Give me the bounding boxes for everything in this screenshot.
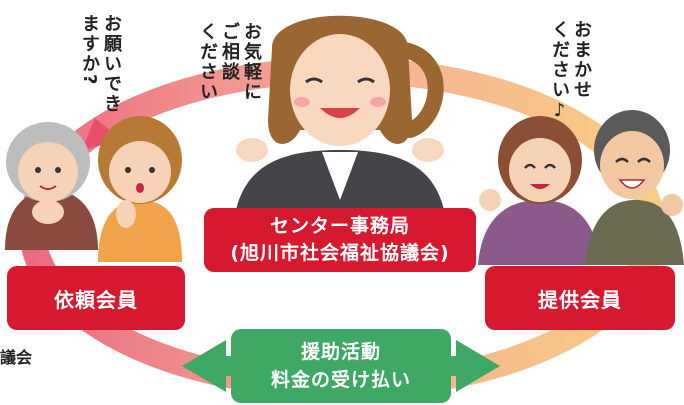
speech-center-line2: ご相談 xyxy=(219,22,240,82)
double-arrow xyxy=(182,340,226,392)
providing-member-box: 提供会員 xyxy=(485,266,675,330)
center-office-box: センター事務局 (旭川市社会福祉協議会) xyxy=(204,208,476,272)
speech-center-line3: ください xyxy=(197,22,218,102)
requesting-member-box: 依頼会員 xyxy=(7,266,185,330)
activity-line2: 料金の受け払い xyxy=(270,369,411,391)
requesting-member-label: 依頼会員 xyxy=(54,287,138,312)
partial-caption: 議会 xyxy=(0,348,33,367)
young-woman-figure xyxy=(98,116,182,262)
speech-left: お願いでき ますか? xyxy=(78,14,122,114)
center-office-line2: (旭川市社会福祉協議会) xyxy=(230,242,450,264)
speech-right-line1: おまかせ xyxy=(571,20,592,100)
center-office-line1: センター事務局 xyxy=(269,215,410,237)
providing-member-label: 提供会員 xyxy=(538,287,622,312)
speech-center-line1: お気軽に xyxy=(241,22,262,102)
speech-right-line2: ください♪ xyxy=(549,20,570,123)
elderly-man-figure xyxy=(585,110,684,265)
staff-woman-figure xyxy=(235,15,445,215)
activity-box: 援助活動 料金の受け払い xyxy=(231,329,451,403)
elderly-woman-figure xyxy=(5,122,98,250)
speech-center: お気軽に ご相談 ください xyxy=(196,22,262,102)
speech-right: おまかせ ください♪ xyxy=(548,20,592,123)
middle-aged-woman-figure xyxy=(478,116,600,265)
activity-line1: 援助活動 xyxy=(300,341,381,363)
speech-left-line1: お願いでき xyxy=(101,14,122,114)
double-arrow-right xyxy=(456,340,500,392)
speech-left-line2: ますか? xyxy=(79,14,100,87)
